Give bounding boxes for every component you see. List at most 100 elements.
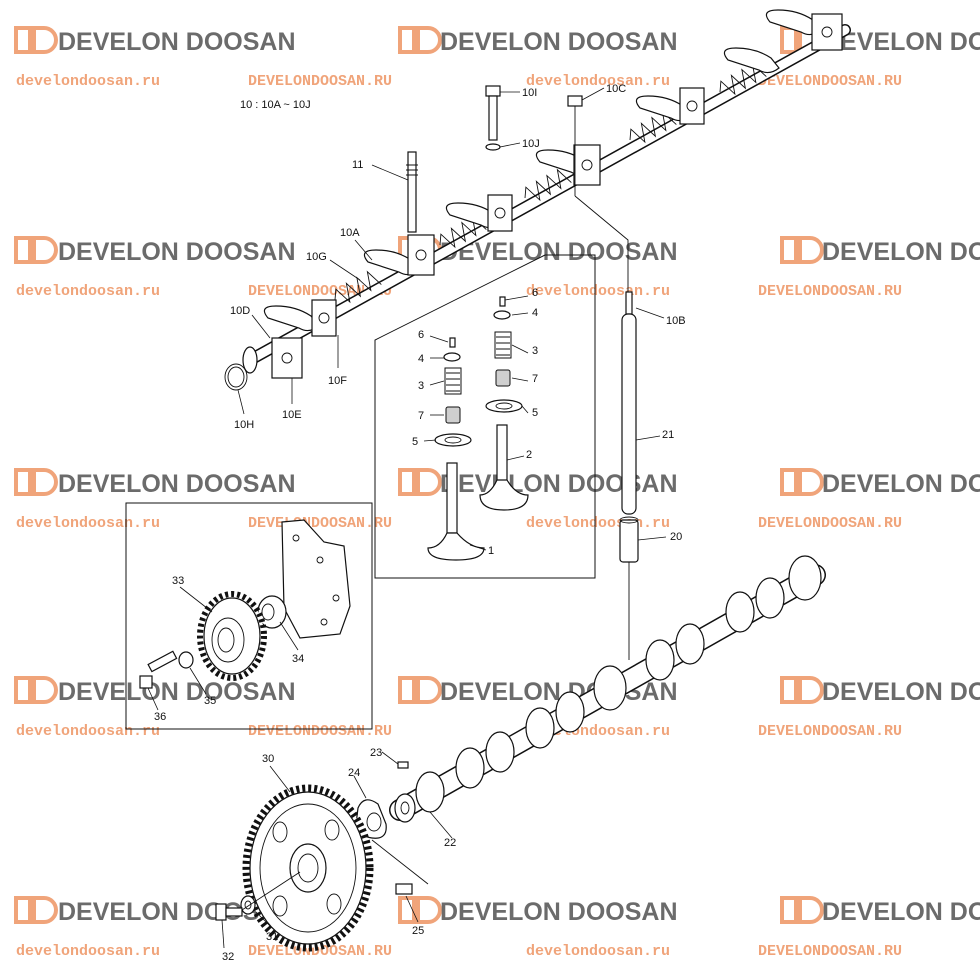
watermark-brand: DEVELON DOOSAN xyxy=(440,470,678,498)
cam-lobe xyxy=(725,591,755,633)
assembly-note: 10 : 10A ~ 10J xyxy=(240,99,311,111)
watermark-url: develondoosan.ru xyxy=(526,73,670,90)
watermark-layer: DEVELON DOOSAN DEVELON DOOSAN DEVELON DO… xyxy=(14,26,980,960)
callout-label: 7 xyxy=(532,373,538,385)
cam-lobe xyxy=(525,707,555,749)
callout-label: 5 xyxy=(532,407,538,419)
watermark-logo-icon xyxy=(14,676,58,704)
watermark-url: develondoosan.ru xyxy=(16,723,160,740)
watermark-logo-icon xyxy=(14,26,58,54)
callout-label: 2 xyxy=(526,449,532,461)
valve-inset-frame xyxy=(374,254,596,579)
rocker-bracket xyxy=(487,194,513,232)
cam-lobe xyxy=(555,691,585,733)
callout-label: 6 xyxy=(418,329,424,341)
watermark-logo-icon xyxy=(398,676,442,704)
callout-label: 35 xyxy=(204,695,216,707)
callout-label: 31 xyxy=(266,931,278,943)
callout-label: 10B xyxy=(666,315,686,327)
nut xyxy=(567,95,583,107)
callout-label: 10F xyxy=(328,375,347,387)
watermark-logo-icon xyxy=(14,468,58,496)
callout-label: 36 xyxy=(154,711,166,723)
camshaft-gear xyxy=(242,784,374,952)
watermark-brand: DEVELON DOOSAN xyxy=(440,28,678,56)
cam-lobe xyxy=(485,731,515,773)
callout-label: 34 xyxy=(292,653,304,665)
watermark-url: develondoosan.ru xyxy=(526,515,670,532)
watermark-url: DEVELONDOOSAN.RU xyxy=(248,515,392,532)
push-rod xyxy=(621,291,637,515)
watermark-brand: DEVELON DOOSAN xyxy=(440,898,678,926)
callout-label: 10E xyxy=(282,409,302,421)
rocker-shaft-assembly xyxy=(224,9,851,391)
watermark-logo-icon xyxy=(780,468,824,496)
callout-label: 24 xyxy=(348,767,360,779)
rocker-bracket xyxy=(573,144,601,186)
bracket-bolt xyxy=(485,85,501,141)
idler-plate xyxy=(178,651,194,669)
watermark-url: DEVELONDOOSAN.RU xyxy=(248,73,392,90)
dowel-pin xyxy=(397,761,409,769)
watermark-brand: DEVELON DOOSAN xyxy=(58,678,296,706)
callout-label: 4 xyxy=(532,307,538,319)
watermark-brand: DEVELON DOOSAN xyxy=(440,238,678,266)
cam-lobe xyxy=(645,639,675,681)
rocker-bracket xyxy=(679,87,705,125)
rocker-bracket xyxy=(407,234,435,276)
valve-right xyxy=(479,296,529,511)
watermark-logo-icon xyxy=(780,896,824,924)
callout-label: 32 xyxy=(222,951,234,963)
watermark-brand: DEVELON DOOSAN xyxy=(58,28,296,56)
callout-label: 1 xyxy=(488,545,494,557)
watermark-url: DEVELONDOOSAN.RU xyxy=(758,283,902,300)
watermark-url: develondoosan.ru xyxy=(526,943,670,960)
callout-label: 30 xyxy=(262,753,274,765)
callout-label: 11 xyxy=(352,159,363,171)
watermark-brand: DEVELON DOOSAN xyxy=(822,898,980,926)
idler-inset-frame xyxy=(125,502,373,730)
callout-label: 3 xyxy=(418,380,424,392)
rocker-arm xyxy=(635,95,692,122)
cam-lobe xyxy=(755,577,785,619)
cam-gear-ring xyxy=(593,665,627,711)
callout-label: 23 xyxy=(370,747,382,759)
thrust-plate-bolt xyxy=(371,839,429,895)
callout-label: 10H xyxy=(234,419,254,431)
watermark-url: develondoosan.ru xyxy=(16,943,160,960)
callout-label: 10I xyxy=(522,87,537,99)
watermark-brand: DEVELON DOOSAN xyxy=(58,470,296,498)
callout-label: 33 xyxy=(172,575,184,587)
watermark-brand: DEVELON DOOSAN xyxy=(822,238,980,266)
leader-lines xyxy=(147,87,667,949)
watermark-logo-icon xyxy=(780,676,824,704)
watermark-logo-icon xyxy=(398,26,442,54)
rocker-arm xyxy=(263,305,320,332)
rocker-bracket xyxy=(811,13,843,51)
watermark-url: develondoosan.ru xyxy=(526,283,670,300)
watermark-url: DEVELONDOOSAN.RU xyxy=(248,723,392,740)
callout-label: 10A xyxy=(340,227,360,239)
tappet xyxy=(619,516,639,563)
watermark-url: DEVELONDOOSAN.RU xyxy=(758,515,902,532)
cam-end-journal xyxy=(788,555,822,601)
watermark-brand: DEVELON DOOSAN xyxy=(58,238,296,266)
callout-label: 10C xyxy=(606,83,626,95)
callout-label: 7 xyxy=(418,410,424,422)
watermark-url: DEVELONDOOSAN.RU xyxy=(758,73,902,90)
gear-bolt xyxy=(215,871,301,921)
rocker-bracket xyxy=(311,299,337,337)
rocker-arm xyxy=(723,47,780,74)
watermark-url: develondoosan.ru xyxy=(16,515,160,532)
washer xyxy=(485,143,501,151)
rocker-arm xyxy=(765,9,822,36)
stud-bolt xyxy=(406,151,418,233)
watermark-logo-icon xyxy=(780,236,824,264)
shaft-end-support xyxy=(224,337,303,391)
callout-label: 3 xyxy=(532,345,538,357)
callout-label: 6 xyxy=(532,287,538,299)
watermark-logo-icon xyxy=(398,896,442,924)
callout-label: 10G xyxy=(306,251,327,263)
camshaft xyxy=(389,555,826,823)
